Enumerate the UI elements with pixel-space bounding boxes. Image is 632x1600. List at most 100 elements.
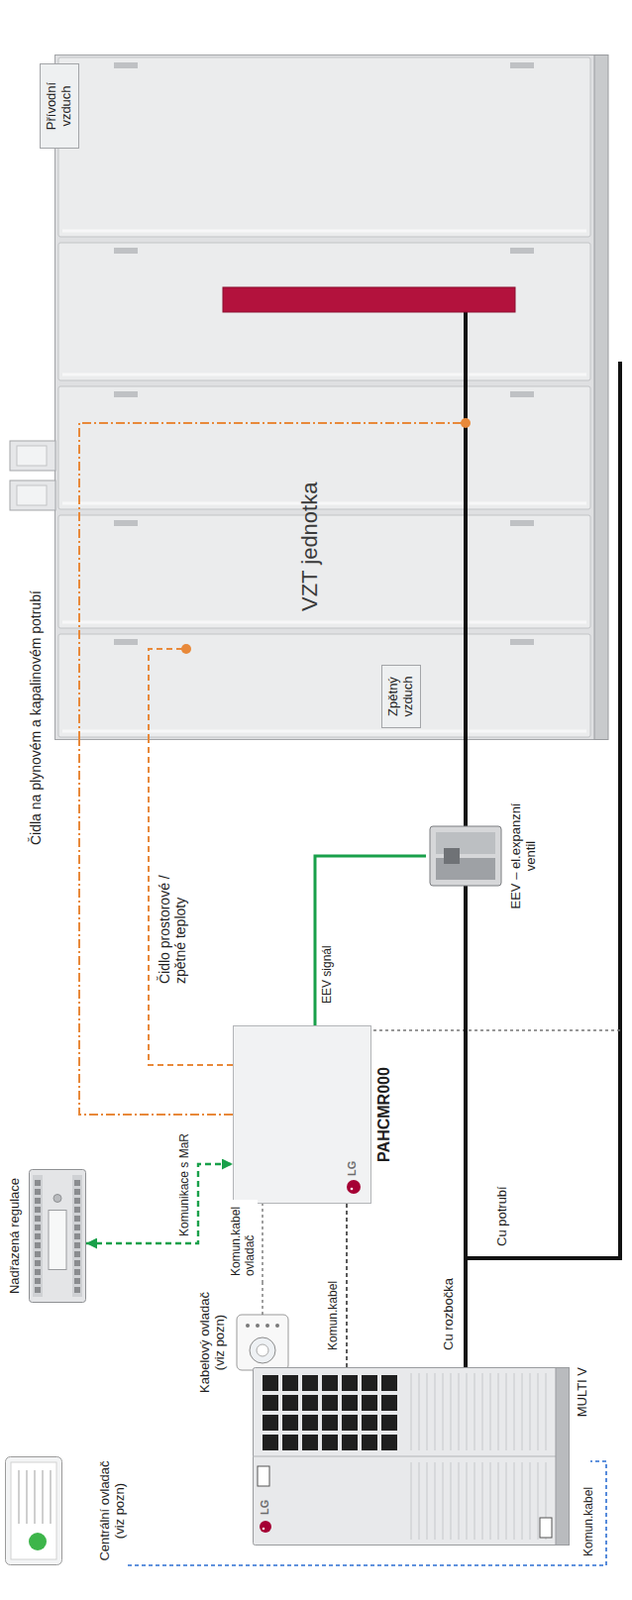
hinge: [113, 520, 138, 527]
connector: [261, 1203, 263, 1283]
louvre: [529, 1372, 531, 1451]
connector: [315, 855, 426, 1026]
connector-label: Komun.kabel ovladač: [229, 1199, 258, 1278]
panel-divider: [252, 1456, 570, 1458]
fan-grille: [262, 1374, 279, 1391]
section-highlight: [62, 730, 587, 734]
louvre: [537, 1462, 539, 1540]
hinge: [510, 520, 534, 527]
louvre: [426, 1372, 428, 1451]
fan-grille: [361, 1374, 378, 1391]
connector: [345, 1203, 348, 1368]
louvre: [490, 1372, 492, 1451]
terminal-block: [257, 1466, 270, 1486]
node-label: PAHCMR000: [375, 1066, 394, 1162]
louvre: [466, 1372, 468, 1451]
terminal: [74, 1277, 81, 1284]
fan-grille: [282, 1394, 299, 1411]
hinge: [113, 62, 138, 69]
connector: [463, 739, 468, 801]
terminal: [74, 1251, 81, 1258]
screen-line: [25, 1470, 28, 1524]
connector-label: Komun.kabel: [582, 1484, 597, 1559]
controller-body: [5, 1457, 63, 1566]
terminal: [34, 1179, 41, 1186]
fan-grille: [341, 1434, 358, 1451]
outdoor-unit: MULTI V: [252, 1367, 591, 1546]
fan-grille: [321, 1434, 338, 1451]
louvre: [474, 1372, 476, 1451]
central-figure: [4, 1441, 63, 1580]
hinge: [510, 62, 534, 69]
hinge: [510, 638, 534, 645]
box-figure: [233, 1026, 371, 1203]
node-label: VZT jednotka: [297, 482, 322, 612]
connector: [148, 739, 233, 1065]
sensor-dot: [460, 418, 471, 428]
controller-key: [255, 1323, 260, 1328]
plc-figure: [28, 1168, 87, 1303]
fan-grille: [302, 1434, 318, 1451]
fan-grille: [302, 1414, 318, 1431]
control-box-body: [232, 1025, 372, 1204]
unit-section: [58, 386, 591, 510]
node-label: EEV – el.expanzní ventil: [509, 800, 539, 912]
connector-label: Čidla na plynovém a kapalinovém potrubí: [27, 588, 44, 847]
terminal: [34, 1260, 41, 1266]
connector-label: Komun.kabel: [326, 1278, 341, 1353]
multiv-figure: [252, 1367, 570, 1546]
louvre: [450, 1372, 452, 1451]
controller-dial-center: [256, 1344, 269, 1357]
louvre: [426, 1462, 428, 1540]
fan-grille: [381, 1394, 398, 1411]
louvre: [506, 1462, 508, 1540]
central-controller: Centrální ovladač (viz pozn): [4, 1441, 128, 1580]
terminal: [34, 1188, 41, 1195]
eev-figure: [425, 800, 506, 912]
node-label: Přívodní vzduch: [44, 67, 75, 145]
pipe-label: Cu rozbočka: [441, 1275, 457, 1353]
louvre: [522, 1462, 524, 1540]
plc-button: [53, 1194, 62, 1203]
louvre: [522, 1372, 524, 1451]
valve-body: [429, 826, 502, 886]
duct-section: Zpětný vzduch: [381, 664, 422, 729]
bms-controller: Nadřazená regulace: [7, 1168, 87, 1303]
fan-grille: [341, 1414, 358, 1431]
fan-grille: [321, 1394, 338, 1411]
connector: [79, 739, 233, 1115]
brand-logo: LG: [345, 1158, 359, 1178]
screen-line: [33, 1470, 36, 1524]
terminal: [74, 1206, 81, 1213]
connector-label: EEV signál: [320, 943, 335, 1006]
controller-screen: [10, 1462, 57, 1560]
hinge: [113, 391, 138, 398]
louvre: [419, 1462, 421, 1540]
expansion-valve: EEV – el.expanzní ventil: [425, 800, 539, 912]
fan-grille: [361, 1394, 378, 1411]
controller-body: [236, 1314, 289, 1370]
louvre: [490, 1462, 492, 1540]
controller-figure: [5, 1457, 63, 1566]
fan-grille: [302, 1394, 318, 1411]
unit-body: [253, 1368, 570, 1546]
connector: [463, 911, 468, 1368]
fan-grille: [361, 1434, 378, 1451]
fan-grille: [341, 1374, 358, 1391]
fan-grille: [262, 1394, 279, 1411]
fan-grille: [381, 1374, 398, 1391]
fan-outlet: [9, 440, 56, 471]
louvre: [482, 1372, 484, 1451]
terminal: [34, 1251, 41, 1258]
terminal: [74, 1268, 81, 1275]
logo-mark: [346, 1179, 361, 1194]
louvre: [498, 1372, 500, 1451]
node-label: Centrální ovladač (viz pozn): [98, 1452, 128, 1570]
terminal: [74, 1179, 81, 1186]
terminal: [74, 1215, 81, 1222]
controller-key: [245, 1323, 250, 1328]
terminal: [34, 1215, 41, 1222]
connector: [86, 1163, 233, 1244]
